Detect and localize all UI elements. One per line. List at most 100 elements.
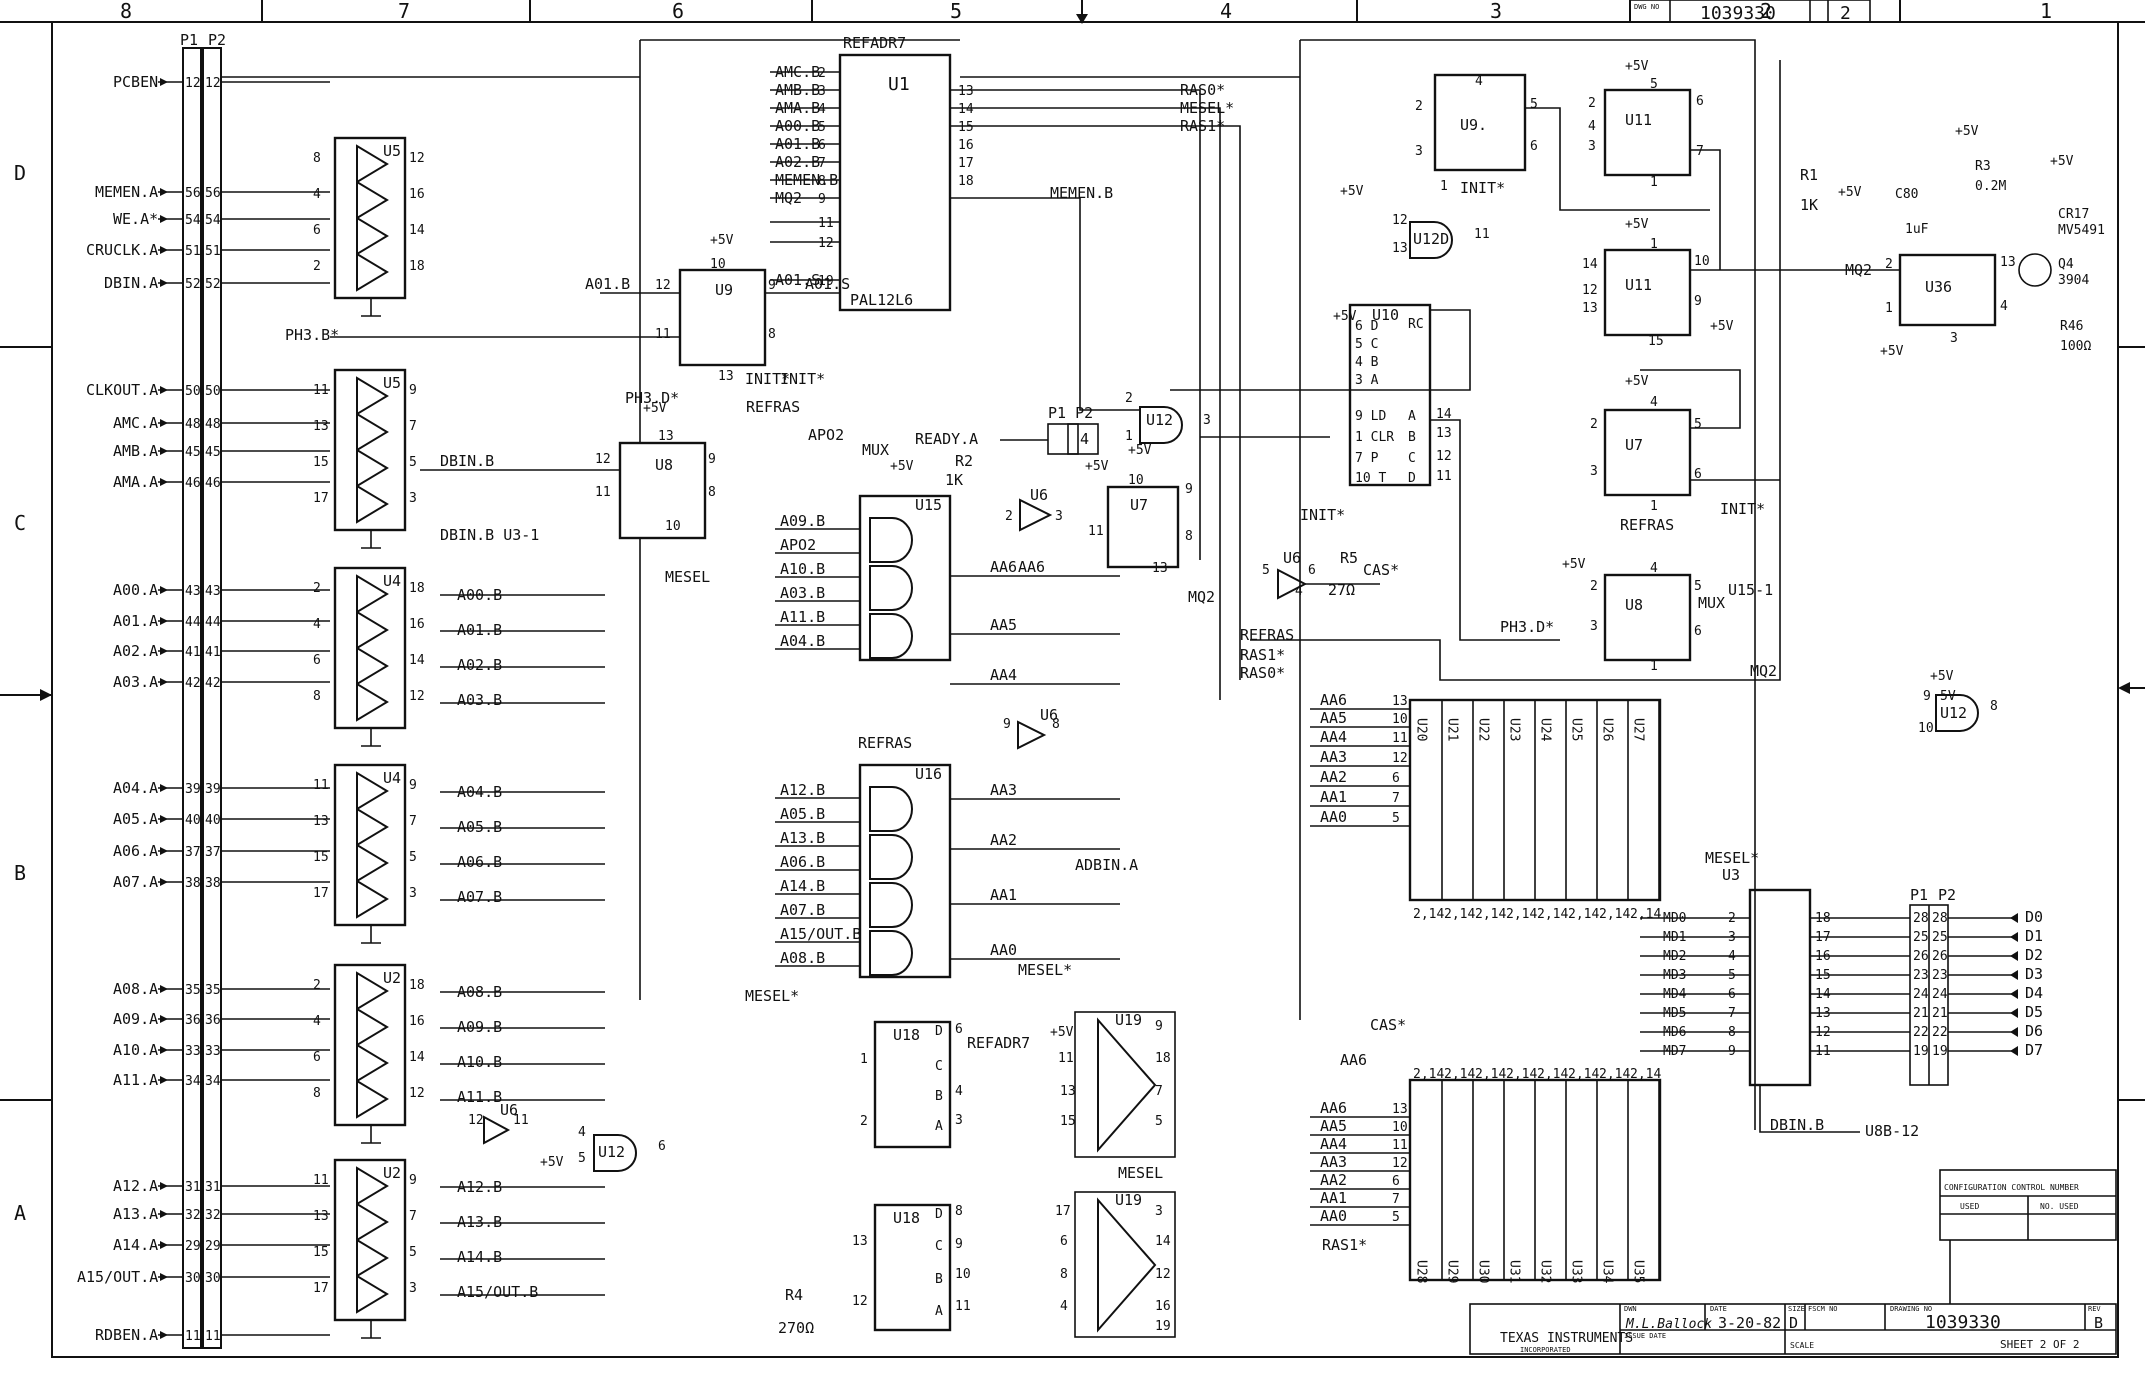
connector-pin-p2: 37 (205, 845, 221, 860)
buffer-triangle (356, 1166, 389, 1206)
ram-chip-ref: U25 (1569, 718, 1584, 741)
svg-text:5 C: 5 C (1355, 337, 1378, 352)
mux-input-label: A13.B (780, 829, 825, 847)
mux-gate (869, 786, 913, 832)
svg-text:U9: U9 (715, 281, 733, 299)
svg-text:11: 11 (1474, 227, 1490, 242)
pal-input-pin: 19 (818, 274, 834, 289)
ram-bank-top: U202,14U212,14U222,14U232,14U242,14U252,… (1310, 691, 1661, 922)
svg-text:1: 1 (1440, 179, 1448, 194)
drawing-size: D (1789, 1314, 1798, 1332)
data-output-label: D4 (2025, 984, 2043, 1002)
buffer-out-pin: 14 (409, 653, 425, 668)
buffer-out-pin: 12 (409, 151, 425, 166)
svg-text:14: 14 (1436, 407, 1452, 422)
buffer-ref: U2 (383, 969, 401, 987)
connector-arrow (160, 246, 168, 254)
buffer-triangle (356, 1079, 389, 1119)
svg-text:15: 15 (1648, 334, 1664, 349)
data-output-arrow (2010, 932, 2018, 942)
svg-text:1: 1 (1650, 237, 1658, 252)
mux-input-label: APO2 (780, 536, 816, 554)
svg-text:6: 6 (955, 1022, 963, 1037)
connector-pin-p2: 46 (205, 476, 221, 491)
pal-input-pin: 4 (818, 102, 826, 117)
ram-bank-bottom: U282,14U292,14U302,14U312,14U322,14U332,… (1310, 1067, 1661, 1284)
svg-text:AA6: AA6 (1018, 558, 1045, 576)
svg-text:U11: U11 (1625, 111, 1652, 129)
svg-text:MV5491: MV5491 (2058, 223, 2105, 238)
data-output-arrow (2010, 1046, 2018, 1056)
svg-text:+5V: +5V (1050, 1025, 1074, 1040)
pal-top-label: REFADR7 (843, 34, 906, 52)
ram-chip-ref: U30 (1476, 1260, 1491, 1283)
mux-input-label: A03.B (780, 584, 825, 602)
edge-connector: P1 P2 (180, 31, 226, 1349)
ready-logic: P1 P2 4 READY.A R2 1K +5V MUX APO2 U12 2… (745, 370, 1399, 1005)
connector-pin-p2: 42 (205, 676, 221, 691)
mux-input-label: A12.B (780, 781, 825, 799)
buffer-out-pin: 16 (409, 617, 425, 632)
connector-arrow (160, 1210, 168, 1218)
company-sub: INCORPORATED (1520, 1346, 1571, 1354)
buffer-in-pin: 15 (313, 850, 329, 865)
svg-text:R3: R3 (1975, 159, 1991, 174)
buffer-in-pin: 15 (313, 1245, 329, 1260)
svg-text:PH3.D*: PH3.D* (625, 389, 679, 407)
ram-address-label: AA3 (1320, 748, 1347, 766)
pal-output-label: MEMEN.B (1050, 184, 1113, 202)
buffer-in-pin: 8 (313, 151, 321, 166)
svg-text:MQ2: MQ2 (1750, 662, 1777, 680)
connector-pin-p2: 41 (205, 645, 221, 660)
connector-pin-p2: 48 (205, 417, 221, 432)
svg-text:6: 6 (1696, 94, 1704, 109)
svg-text:3904: 3904 (2058, 273, 2089, 288)
svg-text:REFRAS: REFRAS (1240, 626, 1294, 644)
connector-signal: RDBEN.A (95, 1326, 158, 1344)
tb-drawing-label: DRAWING NO (1890, 1305, 1932, 1313)
svg-text:4: 4 (1588, 119, 1596, 134)
ram-address-pin: 7 (1392, 1192, 1400, 1207)
connector-pin-p2: 30 (205, 1271, 221, 1286)
connector-signal: CRUCLK.A (86, 241, 158, 259)
svg-text:14: 14 (1155, 1234, 1171, 1249)
svg-text:15: 15 (1060, 1114, 1076, 1129)
ram-address-label: AA5 (1320, 1117, 1347, 1135)
buffer-ref: U4 (383, 572, 401, 590)
data-p1-pin: 28 (1913, 911, 1929, 926)
svg-text:+5V: +5V (1625, 59, 1649, 74)
svg-text:U7: U7 (1130, 496, 1148, 514)
svg-text:A: A (935, 1304, 943, 1319)
ram-address-label: AA6 (1320, 1099, 1347, 1117)
ram-address-label: AA6 (1320, 691, 1347, 709)
connector-pin-p2: 38 (205, 876, 221, 891)
svg-text:+5V: +5V (890, 459, 914, 474)
buffer-in-pin: 11 (313, 1173, 329, 1188)
zone-label: D (14, 161, 26, 185)
mux-input-label: A14.B (780, 877, 825, 895)
ram-address-label: AA4 (1320, 728, 1347, 746)
ram-chip-ref: U20 (1414, 718, 1429, 741)
connector-pin-p1: 41 (185, 645, 201, 660)
ram-address-label: AA4 (1320, 1135, 1347, 1153)
svg-text:4: 4 (1295, 584, 1303, 599)
ram-chip-ref: U24 (1538, 718, 1553, 742)
svg-text:4: 4 (1475, 74, 1483, 89)
mux-output-label: AA4 (990, 666, 1017, 684)
buffer-out-pin: 12 (409, 1086, 425, 1101)
svg-text:U15-1: U15-1 (1728, 581, 1773, 599)
svg-text:8: 8 (1990, 699, 1998, 714)
connector-pin-p2: 12 (205, 76, 221, 91)
pal-output-pin: 17 (958, 156, 974, 171)
svg-text:MUX: MUX (862, 441, 889, 459)
svg-text:R2: R2 (955, 452, 973, 470)
connector-pin-p1: 30 (185, 1271, 201, 1286)
svg-text:12: 12 (655, 278, 671, 293)
svg-text:U12: U12 (1146, 411, 1173, 429)
data-p2-pin: 25 (1932, 930, 1948, 945)
svg-text:MESEL*: MESEL* (1018, 961, 1072, 979)
